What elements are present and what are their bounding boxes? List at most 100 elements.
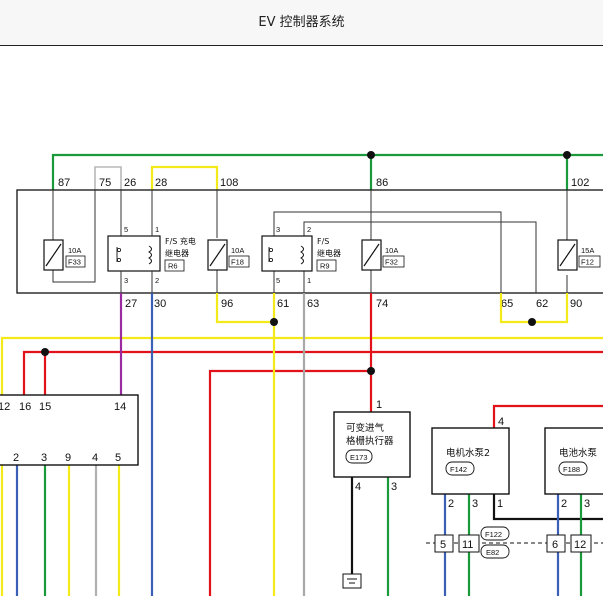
pin-75: 75 <box>99 177 111 189</box>
inline-connectors: 5 11 6 12 F122 E82 <box>426 526 603 559</box>
label-relays-0-code: R6 <box>168 262 178 271</box>
label-relays-1-label_line2: 继电器 <box>317 248 341 258</box>
grille-actuator-e173: 1 可变进气 格栅执行器 E173 4 3 <box>333 399 411 589</box>
label-pump2-pins_bottom-1: 3 <box>472 498 478 510</box>
fuse-f12: 15A F12 <box>557 239 601 271</box>
label-left_connector-bottom_pins-0: 2 <box>13 452 19 464</box>
fuse-f18: 10A F18 <box>207 239 250 271</box>
label-connectors-codes-0: F122 <box>485 530 502 539</box>
label-pump2-label: 电机水泵2 <box>446 447 490 459</box>
lower-wires <box>0 293 603 596</box>
label-fuses-3-code: F12 <box>581 258 594 267</box>
page-title: EV 控制器系统 <box>258 15 345 30</box>
pin-62: 62 <box>536 298 548 310</box>
label-pump2-pin_top: 4 <box>498 416 504 428</box>
yellow-wire-horizontal <box>0 336 603 596</box>
label-battery_pump-code: F188 <box>563 465 580 474</box>
pin-102: 102 <box>571 177 589 189</box>
label-fuses-0-code: F33 <box>68 258 81 267</box>
label-relays-0-pins-0: 5 <box>124 225 128 234</box>
label-fuses-1-code: F18 <box>231 258 244 267</box>
label-left_connector-top_pins-2: 15 <box>39 401 51 413</box>
label-left_connector-bottom_pins-2: 9 <box>65 452 71 464</box>
label-pump2-pins_bottom-2: 1 <box>497 498 503 510</box>
label-fuses-1-rating: 10A <box>231 246 244 255</box>
label-connectors-c1-0: 5 <box>440 539 446 551</box>
title-bar: EV 控制器系统 <box>0 0 603 46</box>
label-fuses-2-code: F32 <box>385 258 398 267</box>
yellow-jumper-28-108 <box>150 165 219 190</box>
label-pump2-pins_bottom-0: 2 <box>448 498 454 510</box>
pin-87: 87 <box>58 177 70 189</box>
label-battery_pump-pins_bottom-1: 3 <box>584 498 590 510</box>
label-left_connector-bottom_pins-1: 3 <box>41 452 47 464</box>
red-wire-horizontal <box>22 350 603 395</box>
left-connector: 12 16 15 14 2 3 9 4 5 <box>0 394 139 466</box>
label-relays-1-pins-1: 2 <box>307 225 311 234</box>
label-actuator-pins_bottom-0: 4 <box>355 481 361 493</box>
fuse-f33: 10A F33 <box>43 239 86 271</box>
label-left_connector-top_pins-0: 12 <box>0 401 10 413</box>
battery-water-pump: 电池水泵 F188 2 3 <box>544 427 603 510</box>
pin-28: 28 <box>155 177 167 189</box>
label-connectors-c2-1: 12 <box>574 539 586 551</box>
label-fuses-2-rating: 10A <box>385 246 398 255</box>
label-relays-1-code: R9 <box>320 262 330 271</box>
splice-dot <box>270 318 278 326</box>
pin-61: 61 <box>277 298 289 310</box>
fuse-box-bottom-pins: 27 30 96 61 63 74 65 62 90 <box>125 298 582 310</box>
top-feed-wires <box>51 151 603 190</box>
label-left_connector-top_pins-3: 14 <box>114 401 126 413</box>
label-connectors-codes-1: E82 <box>486 548 499 557</box>
label-left_connector-bottom_pins-4: 5 <box>115 452 121 464</box>
fuse-box-top-pins: 87 75 26 28 108 86 102 <box>58 177 589 189</box>
label-relays-0-pins-2: 3 <box>124 276 128 285</box>
fuse-relay-box <box>16 189 603 294</box>
pin-63: 63 <box>307 298 319 310</box>
pin-96: 96 <box>221 298 233 310</box>
label-actuator-code: E173 <box>350 453 368 462</box>
label-left_connector-top_pins-1: 16 <box>19 401 31 413</box>
label-relays-1-pins-2: 5 <box>276 276 280 285</box>
label-pump2-code: F142 <box>450 465 467 474</box>
pin-65: 65 <box>501 298 513 310</box>
pin-26: 26 <box>124 177 136 189</box>
pin-74: 74 <box>376 298 388 310</box>
label-actuator-pin_top: 1 <box>376 399 382 411</box>
gray-jumper-75 <box>94 166 122 190</box>
label-actuator-label_line1: 可变进气 <box>346 422 385 434</box>
label-relays-1-pins-0: 3 <box>276 225 280 234</box>
label-actuator-label_line2: 格栅执行器 <box>346 435 394 447</box>
relay-r9: 3 2 5 1 F/S 继电器 R9 <box>261 225 341 285</box>
yellow-wire-96-61 <box>215 293 274 324</box>
relay-r6: 5 1 3 2 F/S 充电 继电器 R6 <box>107 222 196 293</box>
label-actuator-pins_bottom-1: 3 <box>391 481 397 493</box>
pin-90: 90 <box>570 298 582 310</box>
label-relays-0-pins-3: 2 <box>155 276 159 285</box>
label-connectors-c1-1: 11 <box>462 539 473 551</box>
label-fuses-0-rating: 10A <box>68 246 81 255</box>
pin-86: 86 <box>376 177 388 189</box>
red-wire-feed <box>208 369 371 596</box>
splice-dot <box>528 318 536 326</box>
fuse-f32: 10A F32 <box>361 239 405 271</box>
splice-dot <box>367 367 375 375</box>
label-battery_pump-label: 电池水泵 <box>559 447 598 459</box>
label-battery_pump-pins_bottom-0: 2 <box>561 498 567 510</box>
green-feed-wire <box>51 153 603 190</box>
splice-dot <box>367 151 375 159</box>
label-relays-1-pins-3: 1 <box>307 276 311 285</box>
label-left_connector-bottom_pins-3: 4 <box>92 452 98 464</box>
label-relays-0-label_line2: 继电器 <box>165 248 189 258</box>
pin-108: 108 <box>220 177 238 189</box>
motor-water-pump-2: 4 电机水泵2 F142 2 3 1 <box>431 416 510 510</box>
splice-dot <box>563 151 571 159</box>
label-fuses-3-rating: 15A <box>581 246 594 255</box>
pin-27: 27 <box>125 298 137 310</box>
label-relays-1-label_line1: F/S <box>317 237 329 246</box>
red-wire-pump <box>492 404 603 428</box>
pin-30: 30 <box>154 298 166 310</box>
label-relays-0-pins-1: 1 <box>155 225 159 234</box>
label-connectors-c2-0: 6 <box>552 539 558 551</box>
